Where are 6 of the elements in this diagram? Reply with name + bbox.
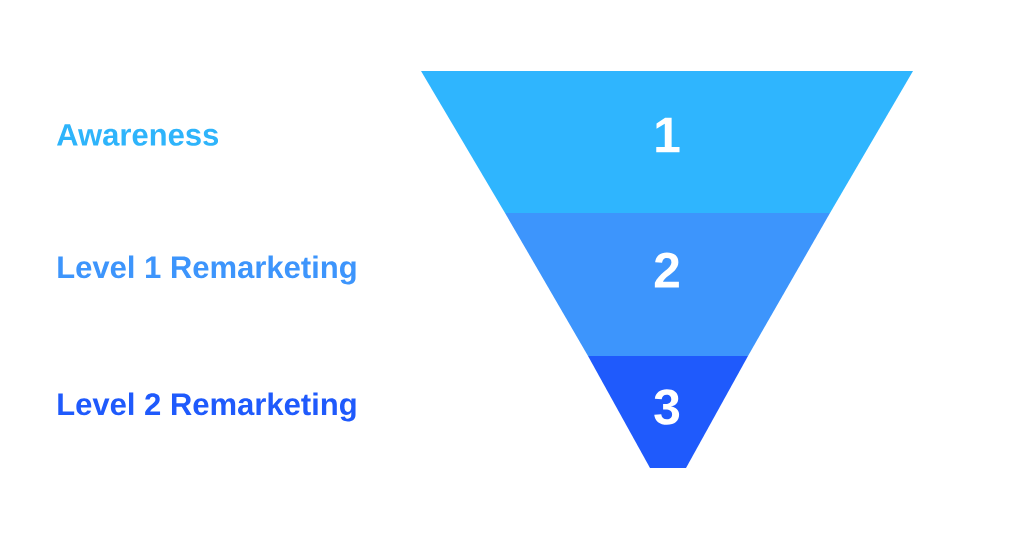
funnel-band: 3 — [588, 356, 748, 468]
funnel-band: 2 — [505, 213, 830, 356]
stage-label: Level 1 Remarketing — [58, 255, 356, 285]
stage-label: Awareness — [56, 124, 219, 146]
stage-label: Level 2 Remarketing — [58, 392, 356, 422]
funnel-band: 1 — [421, 71, 913, 213]
